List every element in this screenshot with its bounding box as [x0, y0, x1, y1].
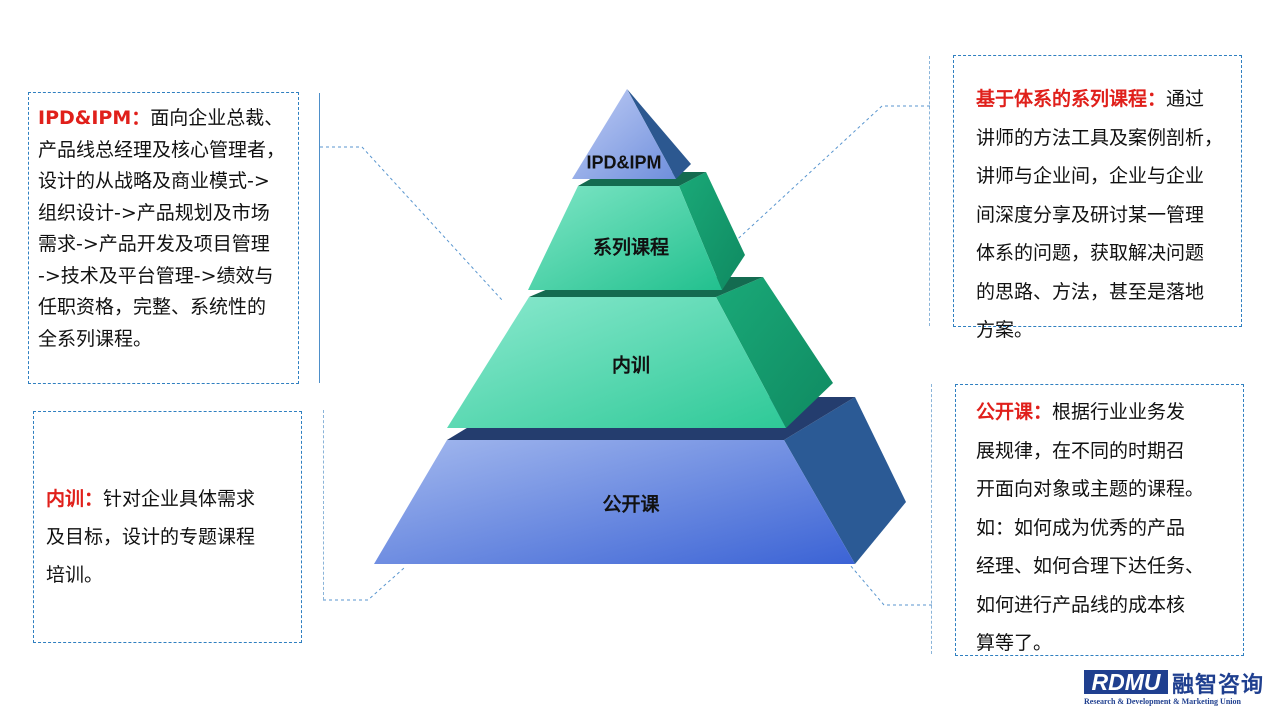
- box-title: IPD&IPM：: [38, 107, 151, 129]
- tier-label-inner: 内训: [611, 354, 651, 377]
- connector-inner: [323, 567, 405, 601]
- tier-3-front: [447, 297, 786, 428]
- logo-tagline: Research & Development & Marketing Union: [1084, 697, 1241, 706]
- description-box-inner: 内训：针对企业具体需求 及目标，设计的专题课程 培训。: [33, 411, 302, 643]
- tier-1-front: [572, 89, 676, 179]
- tier-label-ipd: IPD&IPM: [586, 152, 662, 173]
- box-text: 根据行业业务发 展规律，在不同的时期召 开面向对象或主题的课程。 如：如何成为优…: [976, 401, 1205, 654]
- connector-public: [849, 564, 932, 606]
- tier-label-series: 系列课程: [592, 236, 670, 259]
- tier-2-front: [528, 186, 722, 290]
- box-title: 公开课：: [976, 401, 1053, 423]
- box-text: 通过 讲师的方法工具及案例剖析， 讲师与企业间，企业与企业 间深度分享及研讨某一…: [976, 88, 1224, 341]
- connector-series: [727, 105, 930, 249]
- connector-ipd: [320, 146, 503, 301]
- box-title: 基于体系的系列课程：: [976, 88, 1167, 110]
- tier-3-side: [716, 277, 833, 428]
- box-text: 针对企业具体需求 及目标，设计的专题课程 培训。: [46, 488, 256, 586]
- tier-4-front: [374, 440, 855, 564]
- tier-label-public: 公开课: [602, 493, 660, 516]
- logo-chinese-name: 融智咨询: [1172, 672, 1265, 698]
- divider-inner: [323, 410, 324, 600]
- divider-ipd: [319, 93, 320, 383]
- tier-2-side: [679, 172, 745, 290]
- divider-series: [929, 56, 930, 326]
- box-title: 内训：: [46, 488, 104, 510]
- description-box-ipd: IPD&IPM：面向企业总裁、 产品线总经理及核心管理者， 设计的从战略及商业模…: [28, 92, 299, 384]
- tier-4-side: [784, 397, 906, 564]
- tier-1-side: [627, 89, 691, 179]
- description-box-series: 基于体系的系列课程：通过 讲师的方法工具及案例剖析， 讲师与企业间，企业与企业 …: [953, 55, 1242, 341]
- divider-public: [931, 384, 932, 654]
- box-text: 面向企业总裁、 产品线总经理及核心管理者， 设计的从战略及商业模式-> 组织设计…: [38, 107, 286, 350]
- description-box-public: 公开课：根据行业业务发 展规律，在不同的时期召 开面向对象或主题的课程。 如：如…: [955, 384, 1244, 656]
- company-logo: RDMU 融智咨询 Research & Development & Marke…: [1084, 668, 1264, 710]
- logo-mark: RDMU: [1084, 670, 1168, 694]
